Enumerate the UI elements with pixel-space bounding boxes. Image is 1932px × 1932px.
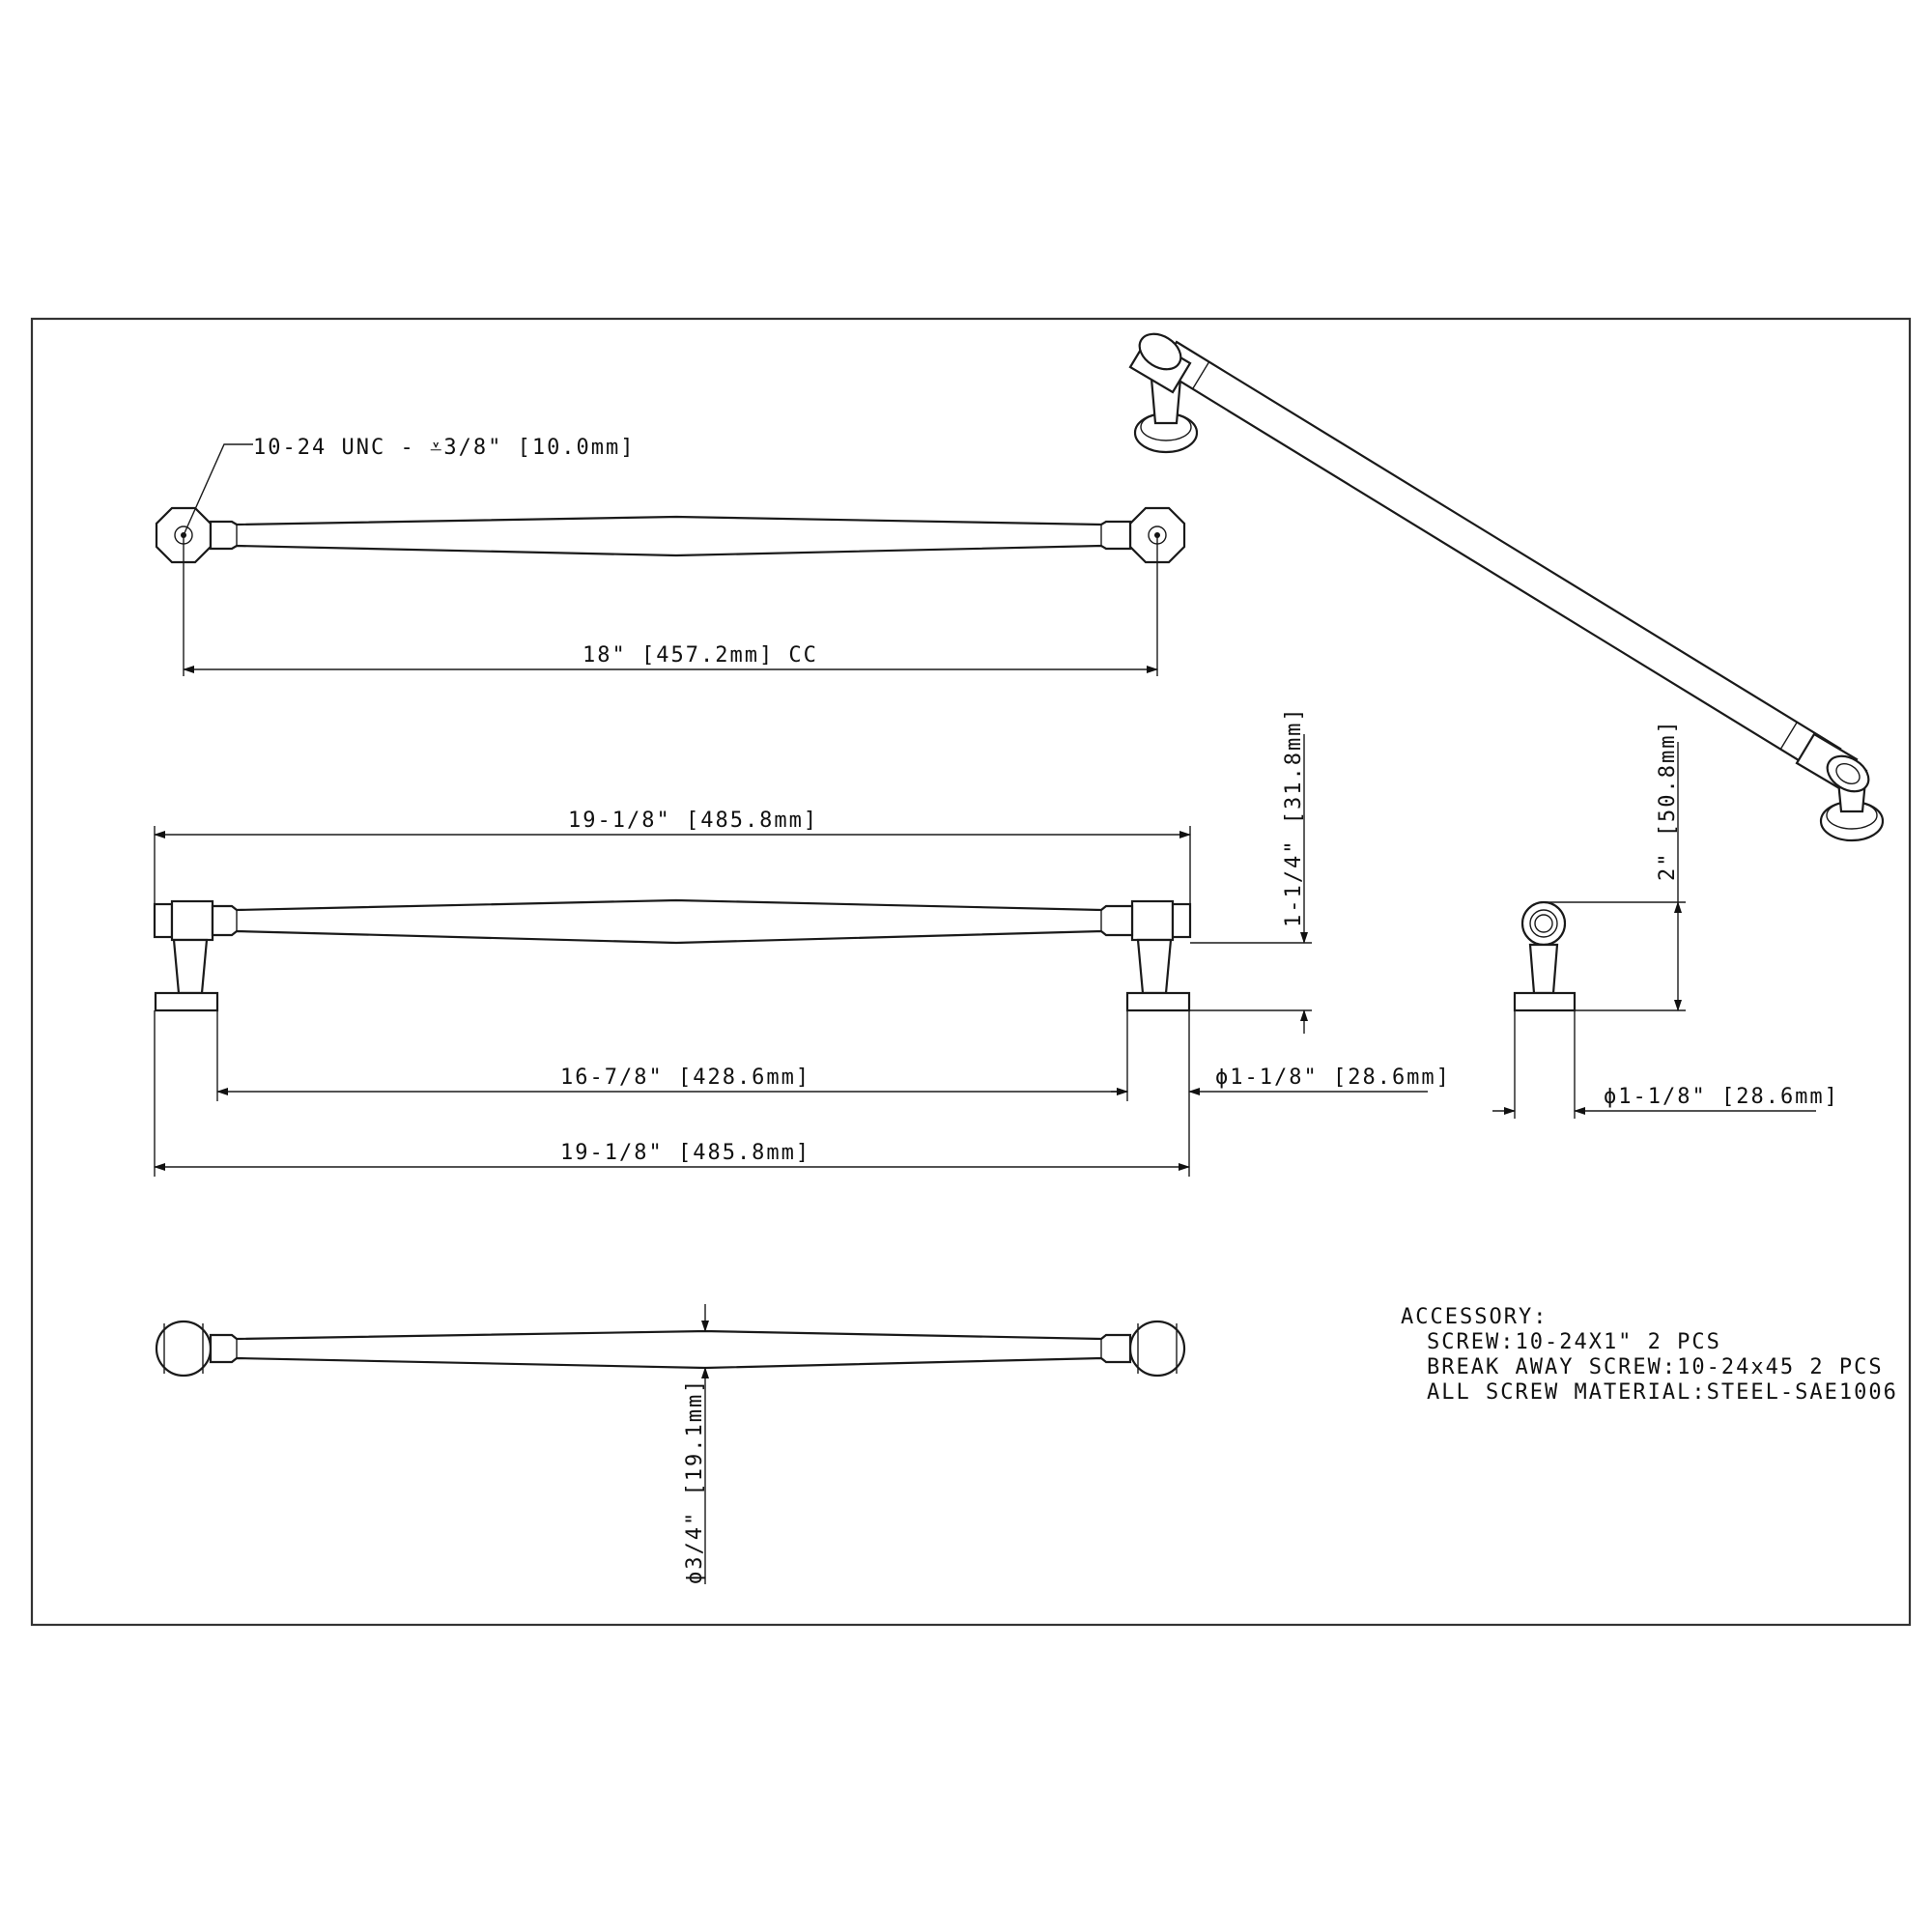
front-left-block: [170, 899, 214, 942]
bottom-view: [155, 1304, 1186, 1584]
accessory-line: SCREW:10-24X1" 2 PCS: [1427, 1330, 1721, 1354]
front-bar: [211, 898, 1134, 945]
side-bar-end: [1520, 900, 1567, 947]
front-left-stem: [172, 938, 209, 995]
front-right-stem: [1136, 938, 1173, 995]
front-right-base: [1125, 991, 1191, 1012]
iso-bar: [1158, 340, 1842, 778]
drawing-border: [30, 317, 1912, 1627]
front-left-cap: [153, 902, 174, 939]
projection-dimension: 1-1/4" [31.8mm]: [1282, 706, 1306, 927]
accessory-note: ACCESSORY: SCREW:10-24X1" 2 PCS BREAK AW…: [1401, 1305, 1898, 1405]
bar-diameter-dimension: ϕ3/4" [19.1mm]: [683, 1378, 707, 1584]
overall-length-top: 19-1/8" [485.8mm]: [568, 809, 818, 833]
isometric-view: [1128, 332, 1885, 842]
top-bar: [209, 515, 1132, 557]
front-right-cap: [1171, 902, 1192, 939]
side-view: [1492, 742, 1816, 1119]
top-view: [155, 443, 1186, 676]
side-base-diameter-dimension: ϕ1-1/8" [28.6mm]: [1604, 1085, 1839, 1109]
accessory-line: ALL SCREW MATERIAL:STEEL-SAE1006: [1427, 1380, 1898, 1405]
inner-length-dimension: 16-7/8" [428.6mm]: [560, 1065, 810, 1090]
thread-callout: 10-24 UNC - ⩡3/8" [10.0mm]: [253, 436, 636, 460]
side-base: [1513, 991, 1577, 1012]
bottom-bar: [209, 1329, 1132, 1370]
accessory-heading: ACCESSORY:: [1401, 1305, 1548, 1329]
side-stem: [1528, 943, 1559, 995]
front-view: [153, 734, 1428, 1177]
accessory-line: BREAK AWAY SCREW:10-24x45 2 PCS: [1427, 1355, 1884, 1379]
overall-length-bottom: 19-1/8" [485.8mm]: [560, 1141, 810, 1165]
center-to-center-dimension: 18" [457.2mm] CC: [582, 643, 818, 668]
front-left-base: [154, 991, 219, 1012]
height-dimension: 2" [50.8mm]: [1656, 719, 1680, 881]
base-diameter-dimension: ϕ1-1/8" [28.6mm]: [1215, 1065, 1451, 1090]
front-right-block: [1130, 899, 1175, 942]
